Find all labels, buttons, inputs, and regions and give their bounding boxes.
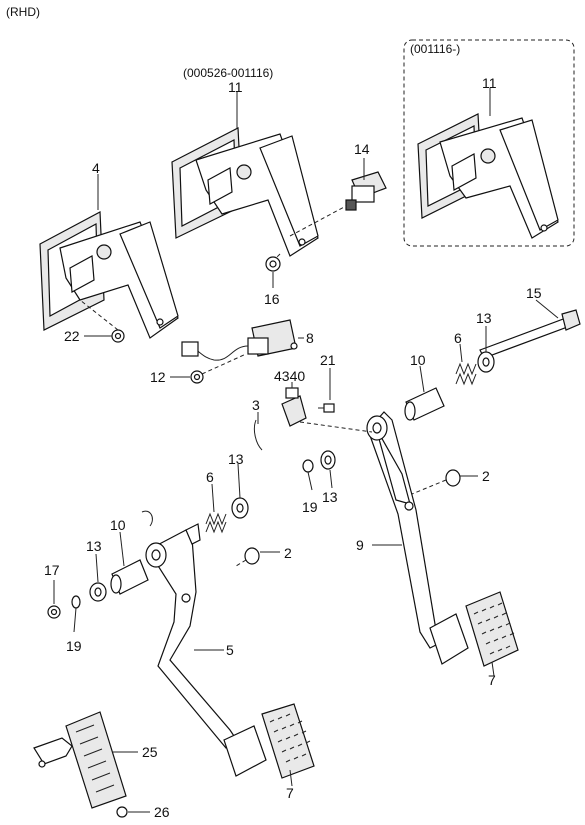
bolt-15-drawing: [479, 309, 581, 359]
clutch-pedal-5-drawing: [141, 510, 267, 777]
switch-14-drawing: [345, 162, 387, 211]
washer-19-mid-drawing: [302, 459, 314, 473]
callout-22: 22: [64, 328, 80, 344]
callout-12: 12: [150, 369, 166, 385]
collar-10-lower-drawing: [110, 559, 149, 595]
callout-3: 3: [252, 397, 260, 413]
callout-13-c: 13: [322, 489, 338, 505]
spring-6-upper-drawing: [455, 362, 477, 386]
sensor-8-drawing: [181, 319, 298, 361]
callout-10-a: 10: [410, 352, 426, 368]
accelerator-pedal-25-drawing: [33, 711, 127, 809]
bushing-13-left-drawing: [89, 582, 107, 602]
callout-4340: 4340: [274, 368, 305, 384]
callout-9: 9: [356, 537, 364, 553]
leader-lines: [53, 88, 559, 813]
bracket-4-drawing: [39, 211, 179, 339]
callout-14: 14: [354, 141, 370, 157]
callout-11-b: 11: [482, 75, 497, 91]
nut-16-drawing: [265, 256, 281, 272]
callout-7-a: 7: [488, 672, 496, 688]
bushing-13-upper-drawing: [477, 351, 495, 373]
bushing-13-mid-drawing: [320, 450, 336, 470]
spring-6-lower-drawing: [205, 512, 227, 534]
callout-17: 17: [44, 562, 60, 578]
bolt-26-drawing: [116, 806, 128, 818]
callout-19-a: 19: [302, 499, 318, 515]
callout-2-b: 2: [284, 545, 292, 561]
callout-10-b: 10: [110, 517, 126, 533]
callout-11-a: 11: [228, 79, 243, 95]
clip-3-drawing: [253, 419, 263, 451]
callout-16: 16: [264, 291, 280, 307]
nut-12-drawing: [190, 370, 204, 384]
callout-13-e: 13: [86, 538, 102, 554]
callout-19-b: 19: [66, 638, 82, 654]
callout-25: 25: [142, 744, 158, 760]
collar-10-upper-drawing: [404, 387, 445, 421]
callout-5: 5: [226, 642, 234, 658]
washer-19-left-drawing: [71, 595, 81, 609]
part-4340-drawing: [281, 387, 307, 427]
callout-21: 21: [320, 352, 336, 368]
later-variant-box: [403, 39, 575, 247]
date-range-label-1: (000526-001116): [183, 66, 273, 80]
variant-label: (RHD): [6, 5, 40, 19]
callout-13-a: 13: [476, 310, 492, 326]
pin-2-upper-drawing: [411, 469, 461, 495]
brake-pedal-9-drawing: [366, 411, 469, 665]
callout-2-a: 2: [482, 468, 490, 484]
callout-7-b: 7: [286, 785, 294, 801]
callout-6-a: 6: [454, 330, 462, 346]
callout-6-b: 6: [206, 469, 214, 485]
pin-2-lower-drawing: [235, 547, 260, 567]
nut-17-drawing: [47, 605, 61, 619]
date-range-label-2: (001116-): [410, 42, 460, 56]
bushing-13-lower-drawing: [231, 497, 249, 519]
bracket-11-later-drawing: [417, 113, 559, 239]
callout-8: 8: [306, 330, 314, 346]
pad-7-upper-drawing: [465, 591, 519, 667]
pad-7-lower-drawing: [261, 703, 315, 779]
callout-26: 26: [154, 804, 170, 820]
callout-15: 15: [526, 285, 542, 301]
bolt-21-drawing: [318, 403, 335, 413]
callout-4: 4: [92, 160, 100, 176]
bracket-11-drawing: [171, 127, 319, 257]
nut-22-drawing: [111, 329, 125, 343]
callout-13-b: 13: [228, 451, 244, 467]
